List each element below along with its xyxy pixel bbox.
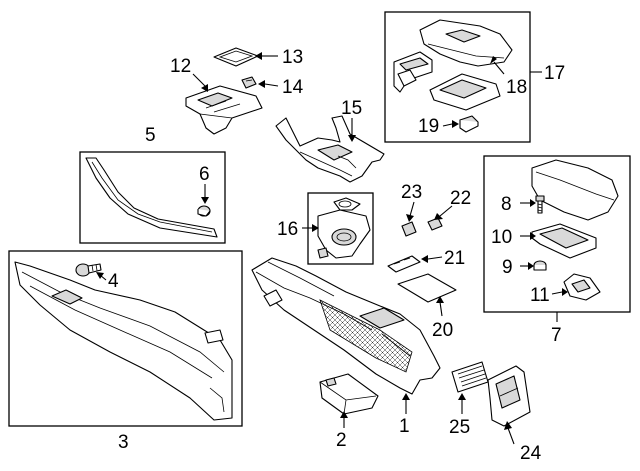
callout-12: 12: [170, 56, 191, 77]
callout-7: 7: [551, 325, 562, 346]
shift-bezel-group: [275, 115, 385, 183]
callout-box-3: [8, 250, 243, 427]
insert-mat-part-13: [213, 47, 259, 67]
callout-box-5: [79, 151, 226, 244]
upper-bezel-group: [185, 47, 279, 135]
callout-4: 4: [108, 271, 119, 292]
callout-22: 22: [450, 188, 471, 209]
callout-20: 20: [432, 320, 453, 341]
console-trim-strip: [85, 157, 218, 238]
switch-part-23: [401, 221, 417, 237]
clip-part-9: [533, 260, 547, 271]
switch-bezel-part-21: [387, 255, 421, 273]
screw-part-4: [75, 263, 102, 277]
callout-25: 25: [449, 417, 470, 438]
armrest-pad-group: [384, 11, 542, 143]
callout-18: 18: [506, 77, 527, 98]
console-opening: [359, 307, 405, 329]
callout-14: 14: [282, 77, 304, 98]
callout-3: 3: [118, 432, 129, 453]
bolt-part-8: [535, 195, 545, 214]
cup-holder-group: [302, 192, 374, 265]
callout-16: 16: [277, 219, 298, 240]
callout-2: 2: [336, 430, 347, 451]
center-console-group: [251, 257, 441, 414]
callout-13: 13: [282, 47, 303, 68]
trim-panel-clip: [204, 329, 224, 344]
shift-opening: [317, 144, 353, 161]
callout-6: 6: [199, 164, 210, 185]
callout-box-17: [384, 11, 531, 143]
callout-24: 24: [520, 443, 542, 464]
switch-panel-group: [387, 201, 457, 317]
cup-opening: [331, 228, 357, 246]
armrest-lid-group: [483, 155, 631, 322]
callout-10: 10: [491, 227, 512, 248]
clip-part-6: [197, 205, 211, 217]
trim-panel-group: [8, 250, 243, 427]
switch-part-14: [241, 76, 257, 89]
upper-trim-panel: [419, 19, 513, 67]
module-part-2: [319, 373, 379, 428]
callout-1: 1: [399, 416, 410, 437]
callout-23: 23: [401, 182, 422, 203]
callout-9: 9: [502, 257, 513, 278]
armrest-lid: [531, 159, 619, 221]
storage-mat-part-20: [397, 273, 457, 303]
cup-holder-insert: [333, 197, 361, 211]
callout-15: 15: [341, 98, 362, 119]
rear-vent: [451, 361, 489, 393]
callout-21: 21: [444, 248, 465, 269]
storage-tray: [393, 51, 433, 93]
callout-labels: 1 2 3 4 5 6 7 8 9 10 11 12 13 14 15 16 1…: [108, 47, 565, 464]
trim-strip-group: [79, 151, 226, 244]
callout-17: 17: [544, 63, 565, 84]
trim-panel-slot: [51, 289, 83, 305]
callout-8: 8: [501, 194, 512, 215]
callout-11: 11: [530, 285, 550, 306]
console-storage-bin: [319, 299, 413, 373]
vent-part-25: [451, 361, 489, 414]
switch-part-19: [459, 115, 479, 133]
console-upper-bezel: [185, 85, 263, 135]
callout-5: 5: [145, 125, 156, 146]
bezel-opening: [197, 92, 233, 107]
latch-part-11: [563, 273, 601, 301]
callout-19: 19: [418, 116, 439, 137]
rear-panel-part-24: [487, 365, 531, 445]
